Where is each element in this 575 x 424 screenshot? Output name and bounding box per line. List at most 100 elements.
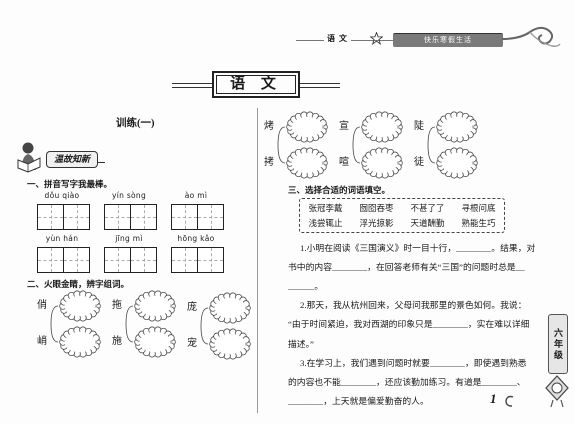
writing-box (130, 247, 157, 273)
page-title: 语 文 (212, 71, 300, 98)
answer-flower (134, 326, 176, 358)
pair-bracket (50, 305, 59, 343)
writing-box (171, 204, 198, 230)
pair-bracket (427, 126, 436, 164)
pinyin-label: dǒu qiào (44, 191, 80, 200)
pair-char-top: 拖 (112, 300, 122, 311)
q1-heading: 一、拼音写字我最棒。 (27, 179, 113, 189)
pair-char-top: 宣 (339, 121, 349, 132)
question-line: 的内容也不能________，还应该勤加练习。有道是________、 (288, 377, 526, 387)
answer-flower (436, 147, 478, 179)
writing-box-pair (37, 247, 90, 273)
lesson-title: 训练(一) (116, 118, 155, 129)
writing-box (63, 247, 90, 273)
pair-bracket (125, 305, 134, 343)
word-bank-row: 浅尝辄止 浮光掠影 天道酬勤 熟能生巧 (300, 216, 504, 231)
pair-char-top: 庞 (187, 302, 197, 313)
pair-char-bottom: 峭 (37, 336, 47, 347)
word-bank-item: 浮光掠影 (359, 218, 394, 228)
writing-box-pair (37, 204, 90, 230)
writing-box-pair (104, 247, 157, 273)
answer-flowers (50, 290, 101, 358)
badge-rule (97, 162, 105, 163)
pair-bracket (277, 126, 286, 164)
answer-flowers (352, 111, 403, 179)
pair-char-bottom: 徒 (414, 157, 424, 168)
pair-char-top: 陡 (414, 121, 424, 132)
header-subject: 语 文 (324, 33, 351, 45)
pair-bracket (200, 307, 209, 345)
title-rule-left (172, 83, 212, 88)
star-icon (370, 32, 383, 45)
pair-char-bottom: 宠 (187, 338, 197, 349)
writing-box-pair (104, 204, 157, 230)
question-line: 描述。” (288, 339, 314, 349)
curl-ornament-icon (505, 395, 514, 407)
answer-flowers (200, 292, 251, 360)
writing-box (104, 204, 131, 230)
pinyin-label: yín sòng (111, 191, 147, 200)
answer-flower (209, 328, 251, 360)
answer-flower (436, 111, 478, 143)
char-pair: 陡 徒 (414, 111, 488, 180)
word-bank-item: 张冠李戴 (308, 203, 343, 213)
writing-box (63, 204, 90, 230)
column-divider (257, 108, 258, 413)
answer-flowers (125, 290, 176, 358)
char-pair: 宣 喧 (339, 111, 413, 180)
word-bank: 张冠李戴 囫囵吞枣 不甚了了 寻根问底 浅尝辄止 浮光掠影 天道酬勤 熟能生巧 (299, 198, 505, 233)
pair-char-top: 烤 (264, 121, 274, 132)
q2-heading: 二、火眼金睛，辨字组词。 (27, 279, 130, 289)
answer-flowers (427, 111, 478, 179)
answer-flower (361, 147, 403, 179)
char-pair: 拖 施 (112, 290, 186, 359)
word-bank-item: 天道酬勤 (410, 218, 445, 228)
answer-flower (286, 147, 328, 179)
answer-flower (361, 111, 403, 143)
writing-box-pair (171, 204, 224, 230)
pair-bracket (352, 126, 361, 164)
pinyin-label: yùn hán (45, 234, 79, 243)
answer-flower (59, 326, 101, 358)
title-rule-right (300, 83, 340, 88)
pair-char-bottom: 拷 (264, 157, 274, 168)
question-line: 书中的内容________，在回答老师有关“三国”的问题时总是__ (288, 262, 525, 272)
pair-char-top: 俏 (37, 300, 47, 311)
writing-box-pair (171, 247, 224, 273)
answer-flower (286, 111, 328, 143)
page-number: 1 (490, 391, 497, 406)
writing-box (37, 204, 64, 230)
word-bank-item: 不甚了了 (410, 203, 445, 213)
question-line: “由于时间紧迫，我对西湖的印象只是________，实在难以详细 (288, 319, 530, 329)
answer-flowers (277, 111, 328, 179)
answer-flower (134, 290, 176, 322)
writing-box (37, 247, 64, 273)
knot-ornament-icon (545, 375, 569, 408)
word-bank-item: 寻根问底 (461, 203, 496, 213)
answer-flower (59, 290, 101, 322)
pinyin-label: hōng kǎo (177, 234, 215, 243)
writing-box (104, 247, 131, 273)
word-bank-item: 熟能生巧 (461, 218, 496, 228)
writing-box (130, 204, 157, 230)
char-pair: 俏 峭 (37, 290, 111, 359)
pair-char-bottom: 喧 (339, 157, 349, 168)
question-line: ________，上天就是偏爱勤奋的人。 (288, 396, 429, 406)
writing-box (171, 247, 198, 273)
section-badge: 温故知新 (46, 151, 98, 168)
pinyin-label: jīng mì (115, 234, 143, 243)
answer-flower (209, 292, 251, 324)
word-bank-item: 囫囵吞枣 (359, 203, 394, 213)
char-pair: 庞 宠 (187, 292, 261, 361)
child-reading-icon (17, 142, 41, 173)
question-line: 1.小明在阅读《三国演义》时一目十行，________。结果，对 (300, 243, 536, 253)
header-ribbon: 快乐寒假生活 (393, 33, 503, 47)
scroll-ornament-icon (501, 26, 561, 47)
question-line: 2.那天，我从杭州回来，父母问我那里的景色如何。我说： (300, 300, 527, 310)
grade-tab: 六年级 (548, 314, 568, 374)
q3-heading: 三、选择合适的词语填空。 (288, 185, 391, 195)
pair-char-bottom: 施 (112, 336, 122, 347)
question-line: 3.在学习上，我们遇到问题时就要________，即使遇到熟悉 (300, 358, 527, 368)
word-bank-item: 浅尝辄止 (308, 218, 343, 228)
char-pair: 烤 拷 (264, 111, 338, 180)
